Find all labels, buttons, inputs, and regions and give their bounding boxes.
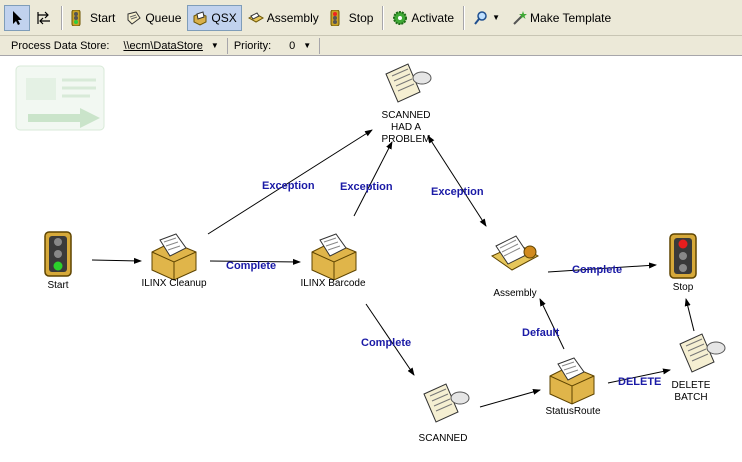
qsx-tool-label: QSX — [211, 10, 237, 25]
delete-batch-label-line: BATCH — [674, 392, 708, 403]
activate-gear-icon — [393, 10, 408, 25]
stop-tool-button[interactable]: Stop — [325, 5, 379, 31]
scanned-node-label: SCANNED — [418, 433, 468, 444]
statusroute-node-label: StatusRoute — [545, 406, 601, 417]
edge-scanned-statusroute[interactable] — [479, 389, 541, 408]
ilinx-barcode-node-icon[interactable] — [311, 233, 357, 281]
delete-batch-node-label: DELETE BATCH — [668, 380, 714, 404]
data-store-select[interactable]: \\ecm\DataStore — [123, 39, 203, 52]
start-node-label: Start — [47, 280, 69, 291]
scanned-problem-node-label: SCANNED HAD A PROBLEM — [370, 110, 442, 146]
stop-node-icon[interactable] — [669, 233, 697, 279]
link-tool-button[interactable] — [31, 5, 57, 31]
queue-icon — [127, 10, 142, 25]
start-tool-button[interactable]: Start — [66, 5, 120, 31]
workflow-diagram — [15, 63, 726, 423]
stop-node-label: Stop — [672, 282, 694, 293]
scanned-problem-label-line: HAD A — [390, 122, 421, 133]
priority-label: Priority: — [233, 39, 272, 52]
scanned-queue-icon[interactable] — [423, 383, 470, 423]
edge-label-assembly-problem[interactable]: Exception — [431, 186, 484, 198]
traffic-light-icon — [71, 9, 81, 26]
qsx-icon — [193, 10, 207, 26]
edge-label-assembly-stop[interactable]: Complete — [572, 264, 623, 276]
chevron-down-icon[interactable]: ▼ — [210, 41, 219, 50]
assembly-tool-button[interactable]: Assembly — [243, 5, 324, 31]
propbar-separator — [226, 37, 228, 54]
edge-cleanup-barcode[interactable] — [209, 258, 301, 265]
edge-barcode-scanned[interactable] — [365, 303, 415, 376]
edge-statusroute-delete[interactable] — [607, 368, 671, 384]
data-store-label: Process Data Store: — [11, 39, 110, 52]
qsx-tool-button[interactable]: QSX — [187, 4, 242, 31]
start-tool-label: Start — [90, 10, 116, 25]
edge-cleanup-problem[interactable] — [207, 129, 373, 235]
scanned-problem-label-line: SCANNED — [381, 110, 431, 121]
scanned-problem-queue-icon[interactable] — [385, 63, 432, 103]
edge-label-barcode-problem[interactable]: Exception — [340, 181, 393, 193]
propbar-separator — [319, 37, 321, 54]
statusroute-node-icon[interactable] — [549, 357, 595, 405]
assembly-node-icon[interactable] — [491, 235, 540, 271]
zoom-dropdown-button[interactable]: ▼ — [468, 5, 505, 31]
assembly-tool-label: Assembly — [266, 10, 319, 25]
ilinx-cleanup-node-icon[interactable] — [151, 233, 197, 281]
priority-select[interactable]: 0 — [289, 39, 296, 52]
chevron-down-icon[interactable]: ▼ — [303, 41, 312, 50]
make-template-label: Make Template — [530, 10, 612, 25]
edge-label-cleanup-problem[interactable]: Exception — [262, 180, 315, 192]
scanned-problem-label-line: PROBLEM — [381, 134, 431, 145]
edge-statusroute-assembly[interactable] — [539, 298, 565, 350]
assembly-node-label: Assembly — [493, 288, 537, 299]
edge-assembly-problem[interactable] — [427, 135, 487, 227]
activate-label: Activate — [411, 10, 455, 25]
assembly-icon — [247, 11, 264, 23]
pointer-icon — [13, 10, 22, 25]
chevron-down-icon: ▼ — [492, 13, 501, 22]
activate-button[interactable]: Activate — [387, 5, 459, 31]
workflow-canvas[interactable]: Start ILINX Cleanup ILINX Barcode SCANNE… — [0, 56, 742, 462]
toolbar: Start Queue QSX Assembly Stop Activate ▼… — [0, 0, 742, 36]
stop-light-icon — [330, 9, 340, 26]
delete-batch-label-line: DELETE — [671, 380, 711, 391]
magic-wand-icon — [513, 10, 528, 25]
ilinx-barcode-node-label: ILINX Barcode — [300, 278, 366, 289]
start-node-icon[interactable] — [44, 231, 72, 277]
delete-batch-queue-icon[interactable] — [679, 333, 726, 373]
edge-label-statusroute-delete[interactable]: DELETE — [618, 376, 662, 388]
toolbar-separator — [61, 5, 63, 30]
toolbar-separator — [382, 5, 385, 30]
process-properties-bar: Process Data Store: \\ecm\DataStore ▼ Pr… — [0, 36, 742, 56]
toolbar-separator — [463, 5, 466, 30]
ilinx-cleanup-node-label: ILINX Cleanup — [141, 278, 207, 289]
make-template-button[interactable]: Make Template — [506, 5, 616, 31]
queue-tool-button[interactable]: Queue — [121, 5, 186, 31]
queue-tool-label: Queue — [145, 10, 182, 25]
stop-tool-label: Stop — [348, 10, 374, 25]
edge-label-cleanup-barcode[interactable]: Complete — [226, 260, 277, 272]
edge-label-barcode-scanned[interactable]: Complete — [361, 337, 412, 349]
link-arrow-icon — [37, 11, 50, 24]
edge-label-statusroute-assembly[interactable]: Default — [522, 327, 560, 339]
pointer-tool-button[interactable] — [4, 4, 30, 31]
edge-delete-stop[interactable] — [684, 298, 695, 332]
process-logo-watermark — [15, 65, 105, 131]
magnifier-icon — [474, 10, 487, 25]
edge-assembly-stop[interactable] — [547, 262, 657, 273]
edge-barcode-problem[interactable] — [353, 141, 393, 217]
edge-start-cleanup[interactable] — [91, 257, 142, 264]
